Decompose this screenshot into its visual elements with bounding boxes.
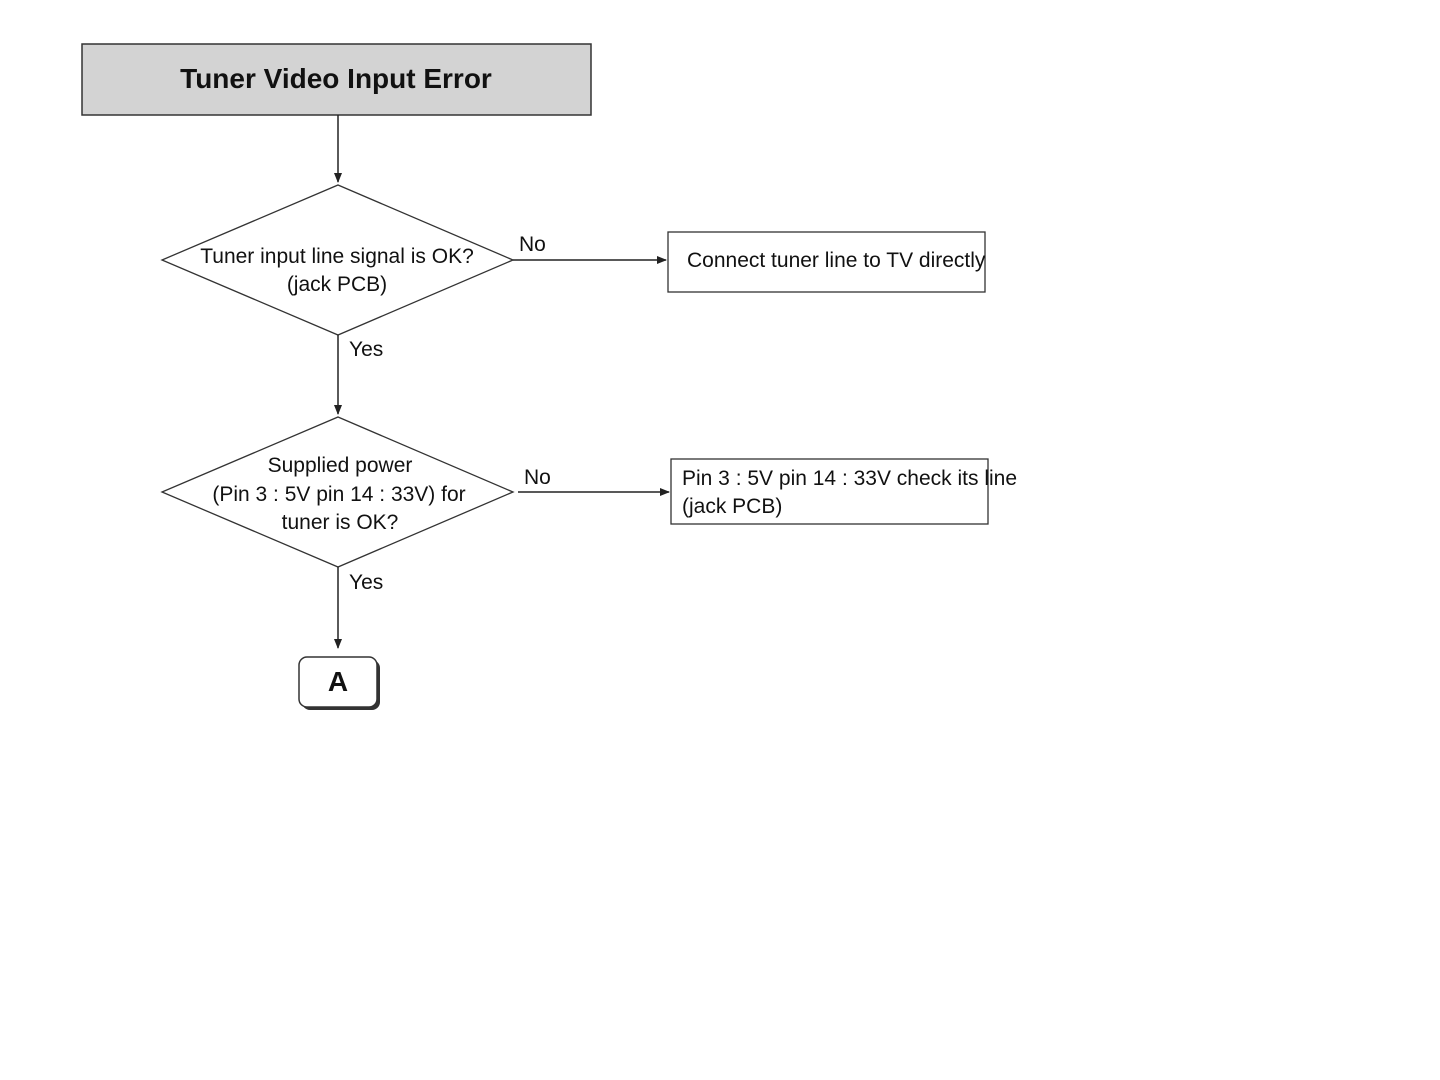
decision2-yes-label: Yes: [349, 571, 383, 594]
action1: Connect tuner line to TV directly: [667, 231, 986, 293]
decision2-line3: tuner is OK?: [282, 511, 399, 534]
decision1: Tuner input line signal is OK? (jack PCB…: [160, 184, 515, 336]
title-rect: [81, 43, 592, 116]
decision2-line1: Supplied power: [268, 454, 413, 477]
decision1-yes-label: Yes: [349, 338, 383, 361]
action2: Pin 3 : 5V pin 14 : 33V check its line (…: [670, 458, 1017, 525]
connector-a: A: [298, 656, 380, 710]
action2-rect: [670, 458, 989, 525]
connector-label: A: [328, 666, 348, 697]
action2-line1: Pin 3 : 5V pin 14 : 33V check its line: [682, 467, 1017, 490]
decision1-line2: (jack PCB): [287, 273, 387, 296]
decision1-line1: Tuner input line signal is OK?: [200, 245, 474, 268]
decision2: Supplied power (Pin 3 : 5V pin 14 : 33V)…: [160, 416, 515, 568]
decision2-no-label: No: [524, 466, 551, 489]
action2-line2: (jack PCB): [682, 495, 782, 518]
connector-rect: [298, 656, 378, 708]
action1-rect: [667, 231, 986, 293]
decision2-line2: (Pin 3 : 5V pin 14 : 33V) for: [212, 483, 465, 506]
title-box: Tuner Video Input Error: [81, 43, 592, 116]
title-text: Tuner Video Input Error: [180, 63, 492, 94]
decision1-no-label: No: [519, 233, 546, 256]
action1-text: Connect tuner line to TV directly: [687, 249, 986, 272]
